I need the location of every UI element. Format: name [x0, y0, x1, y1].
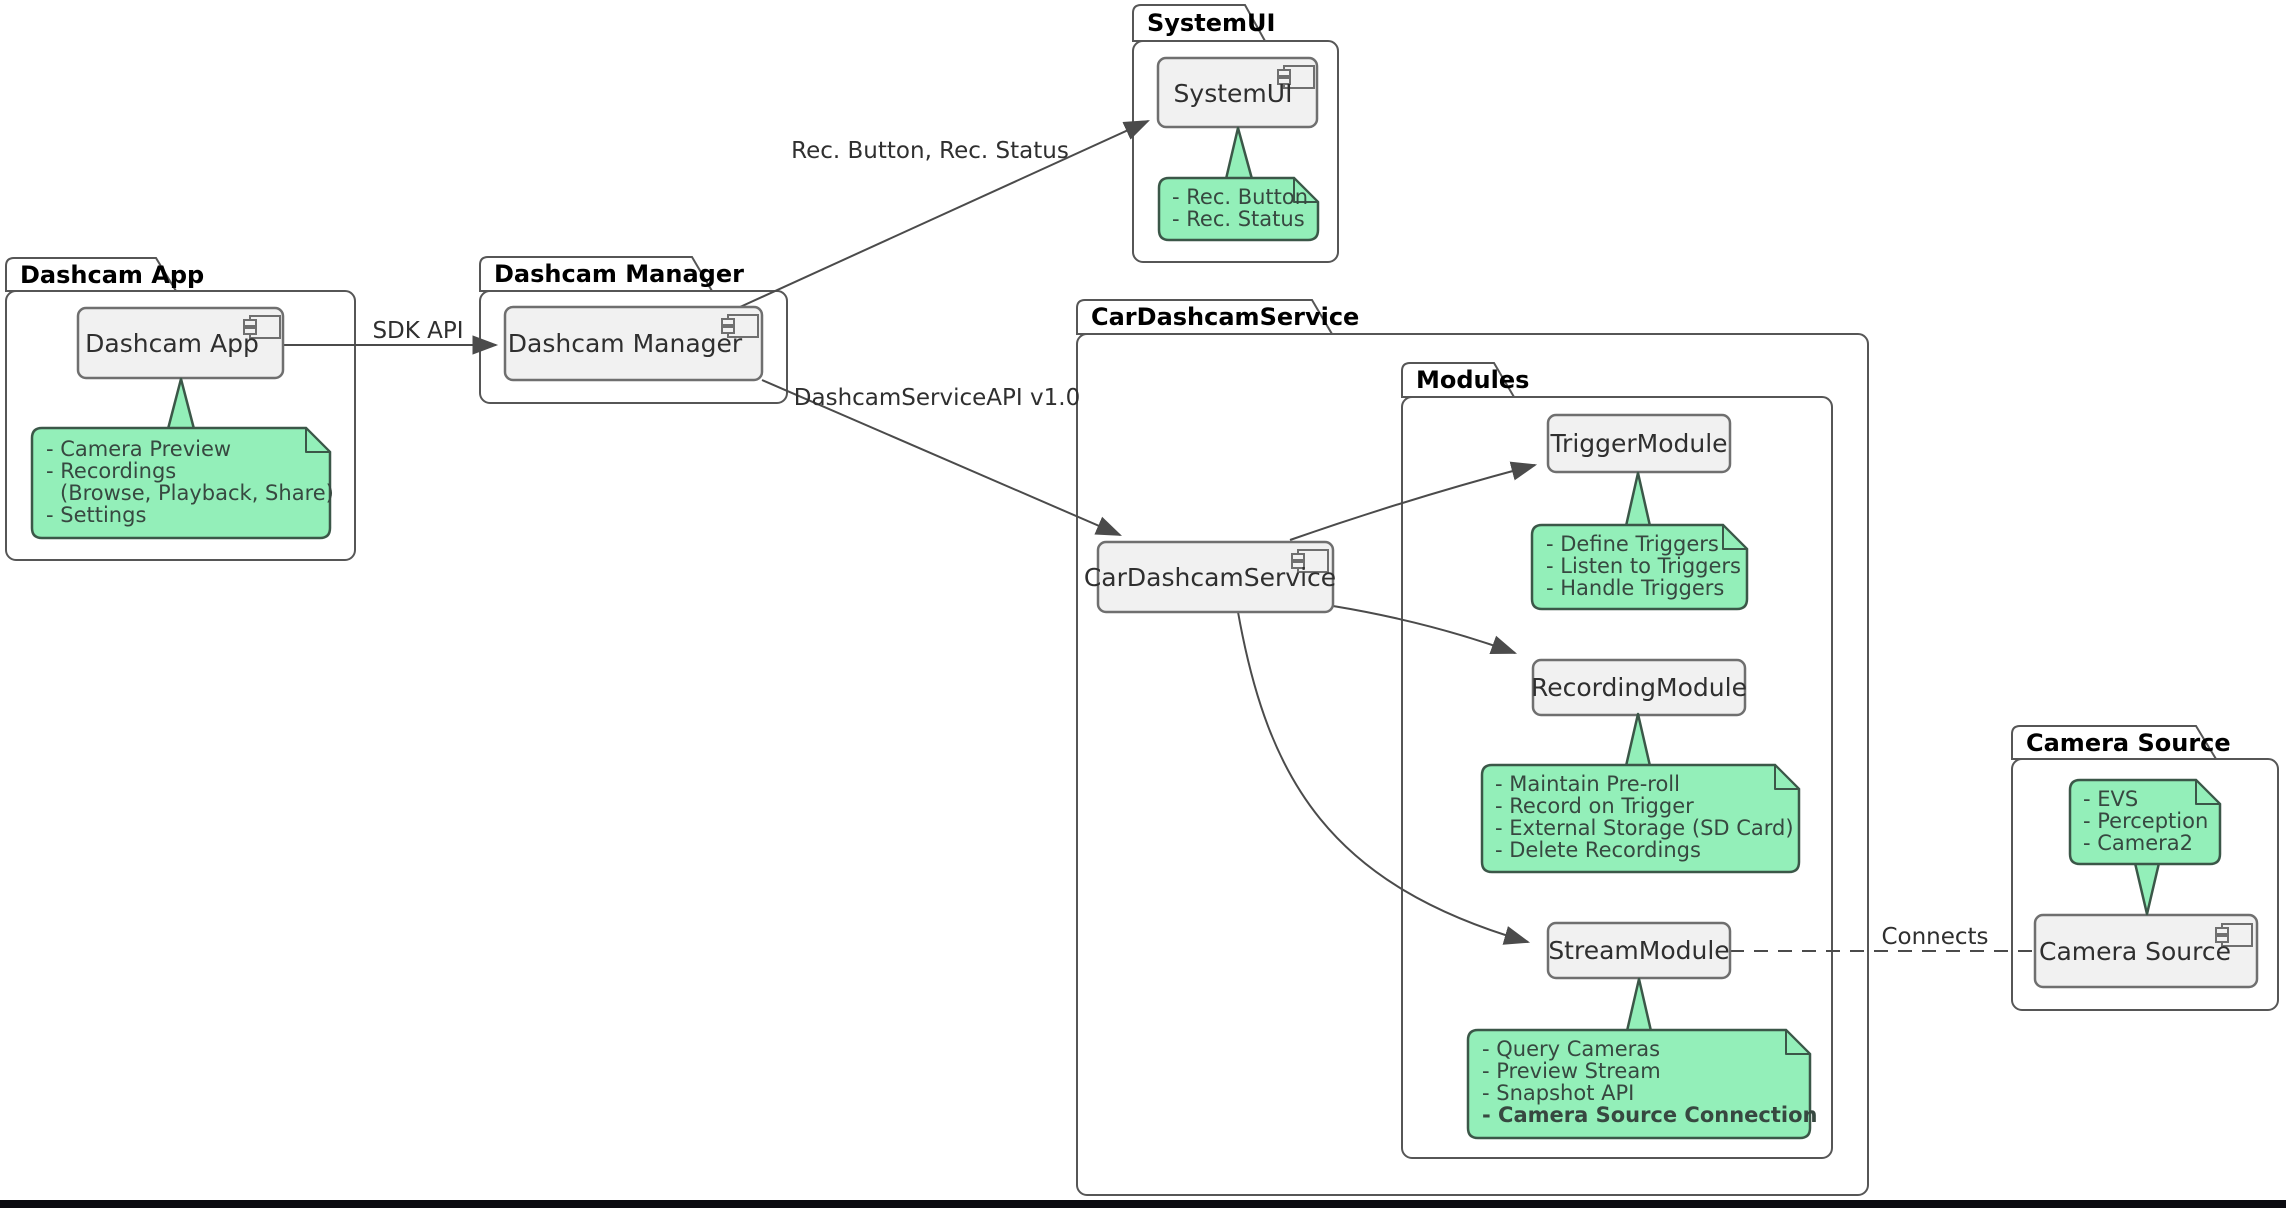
note-line-bold: - Camera Source Connection	[1482, 1103, 1817, 1127]
edge-service-to-stream-line	[1237, 611, 1531, 945]
bottom-bar	[0, 1200, 2286, 1208]
edge-connects: Connects	[1730, 924, 2033, 952]
edge-dashcam-service-api: DashcamServiceAPI v1.0	[761, 379, 1122, 536]
package-dashcam-manager-tab	[479, 256, 714, 292]
package-modules-tab	[1401, 362, 1516, 398]
edge-sdk-api-label: SDK API	[372, 318, 463, 344]
component-car-dashcam-service-label: CarDashcamService	[1084, 563, 1336, 592]
note-trigger: - Define Triggers - Listen to Triggers -…	[1530, 523, 1749, 611]
package-dashcam-manager-label: Dashcam Manager	[494, 260, 744, 288]
edge-service-to-stream	[1237, 611, 1531, 945]
note-line: - Query Cameras	[1482, 1037, 1660, 1061]
edge-connects-label: Connects	[1881, 924, 1988, 950]
component-trigger-module-box	[1546, 413, 1732, 474]
component-icon	[1291, 549, 1329, 573]
edge-rec-button-status-line	[739, 120, 1150, 308]
edge-service-to-recording-line	[1332, 605, 1518, 654]
edge-service-to-trigger-line	[1289, 461, 1538, 541]
component-icon	[721, 314, 759, 338]
note-line: - Camera Preview	[46, 437, 231, 461]
note-line: - Define Triggers	[1546, 532, 1719, 556]
note-camera-source: - EVS - Perception - Camera2	[2068, 778, 2222, 866]
note-line: - Maintain Pre-roll	[1495, 772, 1680, 796]
package-systemui-tab	[1132, 4, 1267, 42]
note-systemui: - Rec. Button - Rec. Status	[1157, 176, 1320, 242]
note-recording: - Maintain Pre-roll - Record on Trigger …	[1480, 763, 1801, 874]
component-dashcam-manager-label: Dashcam Manager	[508, 329, 743, 358]
edge-sdk-api: SDK API	[283, 318, 499, 355]
note-line: - Rec. Button	[1172, 185, 1308, 209]
note-line: - Recordings	[46, 459, 176, 483]
edge-dashcam-service-api-label: DashcamServiceAPI v1.0	[794, 385, 1080, 411]
note-line: (Browse, Playback, Share)	[60, 481, 334, 505]
note-dashcam-app: - Camera Preview - Recordings (Browse, P…	[30, 426, 334, 540]
note-line: - Handle Triggers	[1546, 576, 1724, 600]
note-line: - Delete Recordings	[1495, 838, 1701, 862]
edge-dashcam-service-api-line	[761, 379, 1122, 536]
note-line: - Perception	[2083, 809, 2208, 833]
component-dashcam-manager: Dashcam Manager	[503, 305, 764, 382]
component-trigger-module-label: TriggerModule	[1549, 429, 1727, 458]
component-recording-module: RecordingModule	[1531, 658, 1747, 717]
note-line: - Settings	[46, 503, 146, 527]
package-car-dashcam-service-label: CarDashcamService	[1091, 303, 1359, 331]
note-line: - Preview Stream	[1482, 1059, 1661, 1083]
component-dashcam-app-label: Dashcam App	[85, 329, 259, 358]
component-dashcam-manager-box	[503, 305, 764, 382]
edge-rec-button-status-label: Rec. Button, Rec. Status	[791, 138, 1069, 164]
edge-service-to-trigger	[1289, 461, 1538, 541]
package-camera-source-label: Camera Source	[2026, 729, 2231, 757]
component-recording-module-label: RecordingModule	[1531, 673, 1747, 702]
package-systemui-label: SystemUI	[1147, 9, 1275, 37]
note-line: - EVS	[2083, 787, 2138, 811]
package-dashcam-app-tab	[5, 257, 178, 292]
component-stream-module: StreamModule	[1546, 921, 1732, 980]
package-modules-label: Modules	[1416, 366, 1529, 394]
edge-rec-button-status: Rec. Button, Rec. Status	[739, 120, 1150, 308]
component-systemui: SystemUI	[1156, 56, 1319, 129]
note-line: - Record on Trigger	[1495, 794, 1694, 818]
package-camera-source-tab	[2011, 725, 2218, 760]
component-car-dashcam-service: CarDashcamService	[1084, 540, 1336, 614]
note-line: - Rec. Status	[1172, 207, 1305, 231]
component-systemui-label: SystemUI	[1174, 79, 1293, 108]
note-stream: - Query Cameras - Preview Stream - Snaps…	[1466, 1028, 1817, 1140]
component-trigger-module: TriggerModule	[1546, 413, 1732, 474]
component-camera-source-box	[2033, 913, 2259, 989]
component-camera-source-label: Camera Source	[2039, 937, 2231, 966]
note-line: - External Storage (SD Card)	[1495, 816, 1794, 840]
note-line: - Camera2	[2083, 831, 2193, 855]
note-line: - Snapshot API	[1482, 1081, 1634, 1105]
component-car-dashcam-service-box	[1096, 540, 1335, 614]
component-camera-source: Camera Source	[2033, 913, 2259, 989]
note-line: - Listen to Triggers	[1546, 554, 1741, 578]
component-icon	[243, 315, 281, 339]
edge-service-to-recording	[1332, 605, 1518, 654]
component-icon	[1277, 65, 1315, 89]
package-dashcam-app-label: Dashcam App	[20, 261, 204, 289]
component-icon	[2215, 923, 2253, 947]
component-dashcam-app: Dashcam App	[76, 306, 285, 380]
component-stream-module-label: StreamModule	[1548, 936, 1729, 965]
package-car-dashcam-service-tab	[1076, 299, 1334, 335]
